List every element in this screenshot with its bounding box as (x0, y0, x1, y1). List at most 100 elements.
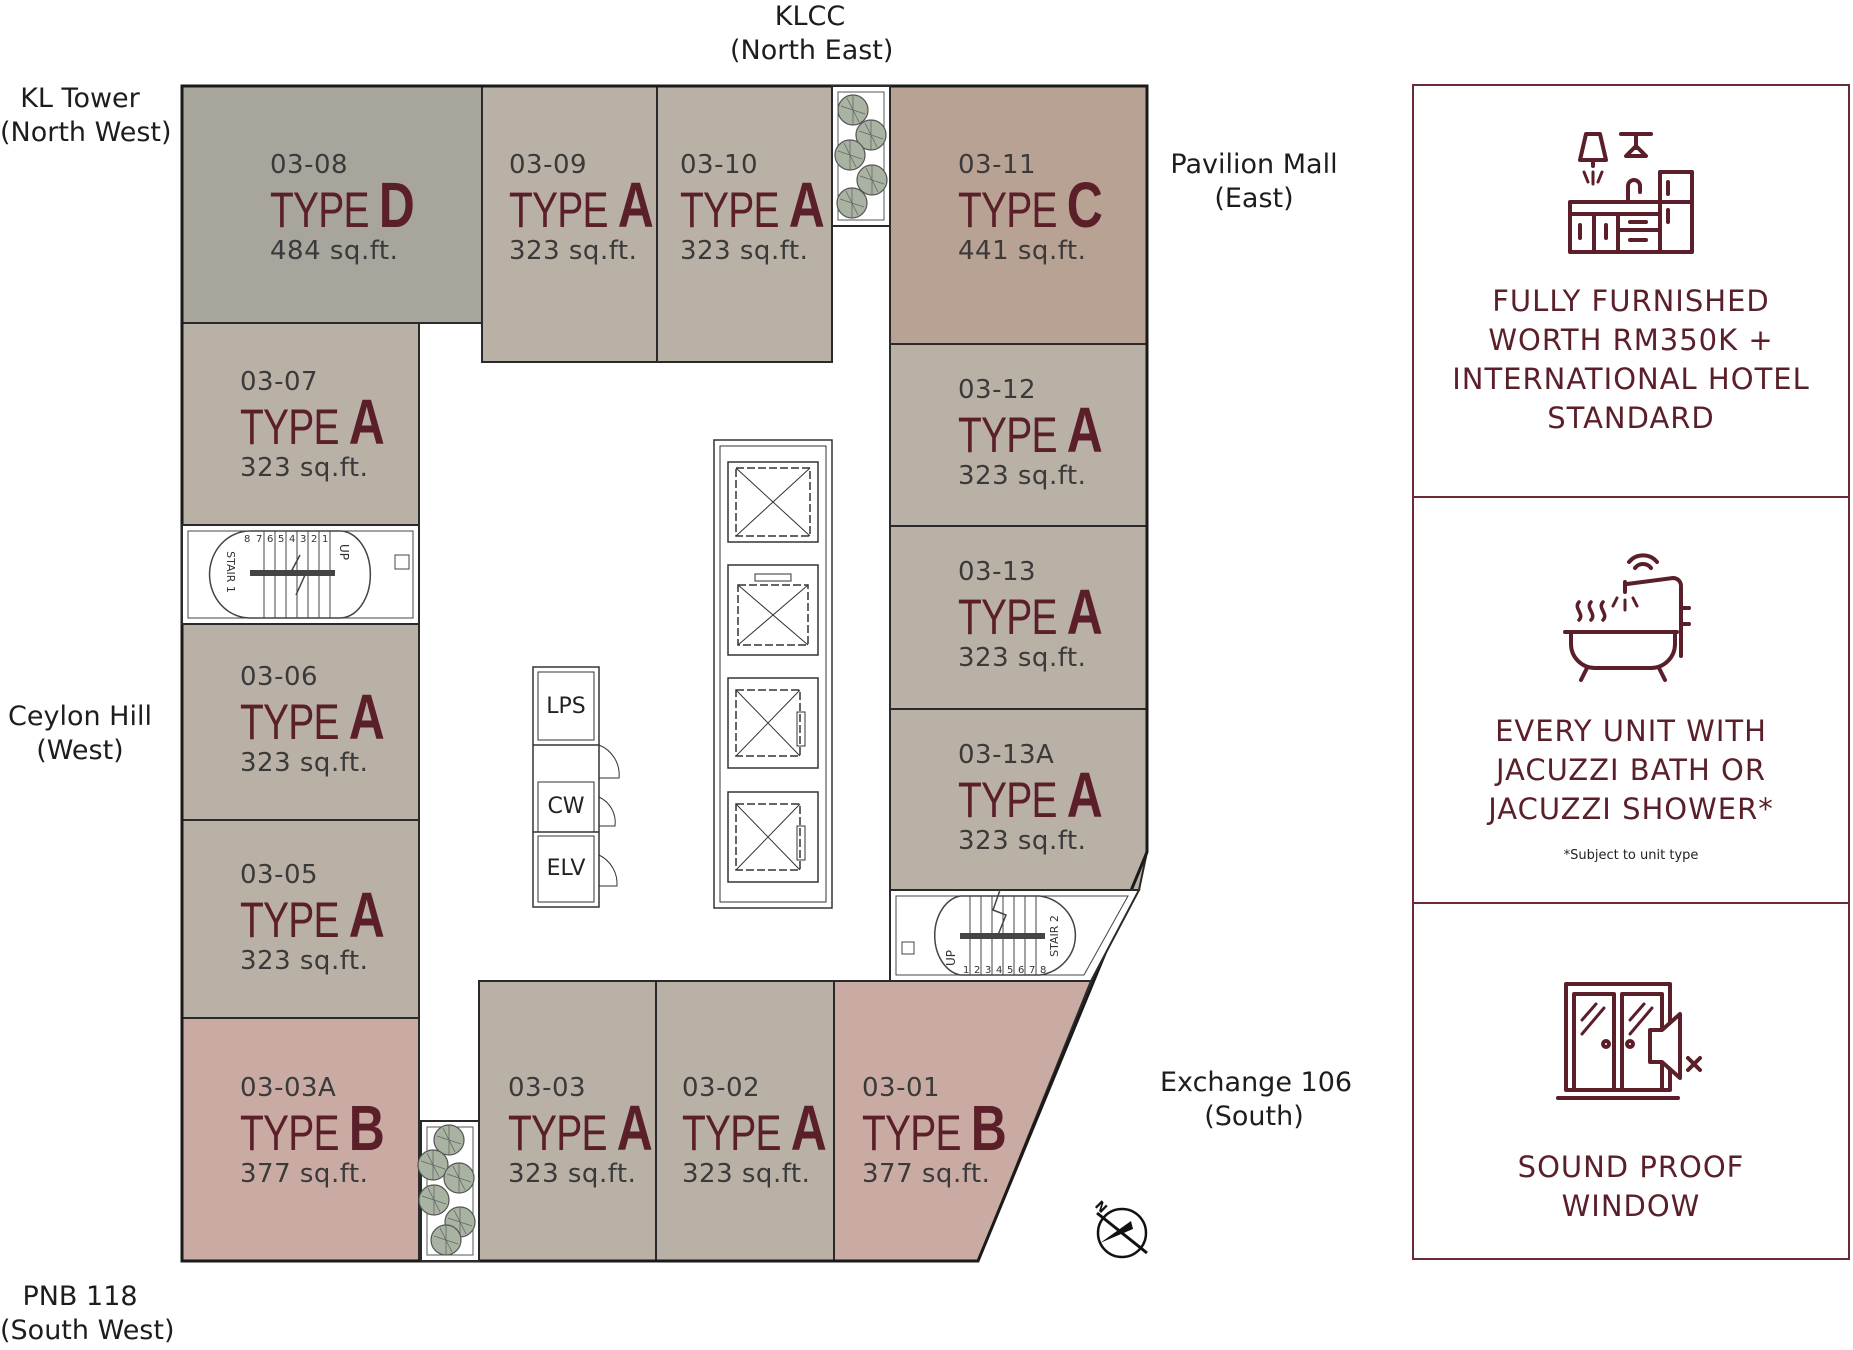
unit-block-03-03[interactable] (478, 980, 657, 1262)
unit-03-08[interactable]: 03-08 TYPE D 484 sq.ft. (270, 150, 455, 267)
unit-type: TYPE A (682, 1096, 827, 1160)
unit-type-letter: A (1066, 576, 1103, 648)
unit-type-word: TYPE (240, 694, 340, 750)
stair-2-step: 3 (985, 965, 991, 976)
unit-type-letter: A (1066, 759, 1103, 831)
unit-area: 323 sq.ft. (509, 236, 638, 266)
feature-line: STANDARD (1547, 401, 1715, 435)
jacuzzi-bath-icon (1563, 553, 1691, 682)
unit-type: TYPE B (240, 1096, 385, 1160)
unit-03-03A[interactable]: 03-03A TYPE B 377 sq.ft. (240, 1073, 425, 1190)
unit-type: TYPE A (958, 763, 1103, 827)
stair-2-step: 6 (1018, 965, 1024, 976)
unit-area: 323 sq.ft. (240, 748, 369, 778)
stair-1-step: 3 (300, 534, 306, 545)
stair-2-label: STAIR 2 (1048, 915, 1061, 957)
unit-block-03-02[interactable] (655, 980, 835, 1262)
direction-ceylon-dir: (West) (36, 735, 124, 766)
unit-id: 03-05 (240, 860, 319, 890)
unit-03-10[interactable]: 03-10 TYPE A 323 sq.ft. (680, 150, 865, 267)
unit-03-02[interactable]: 03-02 TYPE A 323 sq.ft. (682, 1073, 867, 1190)
unit-03-12[interactable]: 03-12 TYPE A 323 sq.ft. (958, 375, 1143, 492)
unit-block-03-07[interactable] (181, 322, 420, 526)
unit-block-03-08[interactable] (181, 85, 483, 324)
feature-jacuzzi-note: *Subject to unit type (1563, 848, 1699, 863)
unit-type-word: TYPE (862, 1105, 962, 1161)
unit-03-01[interactable]: 03-01 TYPE B 377 sq.ft. (862, 1073, 1047, 1190)
unit-03-13[interactable]: 03-13 TYPE A 323 sq.ft. (958, 557, 1143, 674)
unit-type-word: TYPE (958, 589, 1058, 645)
direction-pnb-dir: (South West) (0, 1315, 175, 1346)
unit-block-03-11[interactable] (889, 85, 1148, 345)
unit-type-word: TYPE (958, 407, 1058, 463)
unit-type: TYPE A (958, 398, 1103, 463)
unit-type: TYPE B (862, 1096, 1007, 1161)
stair-2-step-numbers: 1 2 3 4 5 6 7 8 (963, 965, 1046, 976)
unit-03-11[interactable]: 03-11 TYPE C 441 sq.ft. (958, 150, 1143, 267)
unit-block-03-13A[interactable] (889, 708, 1148, 891)
feature-line: SOUND PROOF (1517, 1150, 1745, 1184)
unit-area: 323 sq.ft. (958, 826, 1087, 856)
unit-area: 323 sq.ft. (958, 643, 1087, 673)
planter-north (831, 85, 891, 227)
unit-block-03-05[interactable] (181, 819, 420, 1019)
feature-furnished: FULLY FURNISHED WORTH RM350K + INTERNATI… (1414, 86, 1848, 496)
unit-03-06[interactable]: 03-06 TYPE A 323 sq.ft. (240, 662, 425, 779)
stair-1-label: STAIR 1 (224, 551, 237, 593)
stair-1-step-numbers: 8 7 6 5 4 3 2 1 (244, 534, 328, 545)
unit-03-05[interactable]: 03-05 TYPE A 323 sq.ft. (240, 860, 425, 977)
unit-block-03-09[interactable] (481, 85, 658, 363)
unit-area: 323 sq.ft. (682, 1159, 811, 1189)
unit-type-letter: A (617, 169, 654, 241)
unit-type-word: TYPE (240, 892, 340, 948)
unit-03-13A[interactable]: 03-13A TYPE A 323 sq.ft. (958, 740, 1143, 857)
unit-block-03-06[interactable] (181, 623, 420, 821)
stair-2-step: 1 (963, 965, 969, 976)
unit-area: 377 sq.ft. (240, 1159, 369, 1189)
stair-2-step: 8 (1040, 965, 1046, 976)
unit-blocks (181, 85, 1148, 1262)
direction-klcc-name: KLCC (774, 1, 846, 32)
unit-type-word: TYPE (680, 182, 780, 238)
kitchen-icon (1568, 132, 1694, 254)
lift-core (713, 439, 833, 909)
unit-area: 323 sq.ft. (240, 453, 369, 483)
service-lps-label: LPS (546, 694, 586, 719)
unit-id: 03-10 (680, 150, 759, 180)
unit-type-letter: A (348, 681, 385, 753)
lift-car-1 (727, 461, 819, 543)
service-risers (532, 666, 620, 908)
unit-type: TYPE D (270, 173, 415, 237)
stair-1-step: 6 (267, 534, 273, 545)
unit-type-letter: A (1066, 394, 1103, 466)
direction-klcc: KLCC (North East) (730, 0, 893, 68)
direction-exchange-name: Exchange 106 (1160, 1067, 1353, 1098)
unit-area: 484 sq.ft. (270, 236, 399, 266)
stair-1-step: 8 (244, 534, 250, 545)
unit-block-03-12[interactable] (889, 343, 1148, 527)
unit-area: 377 sq.ft. (862, 1159, 991, 1189)
stair-1 (181, 524, 420, 625)
unit-03-03[interactable]: 03-03 TYPE A 323 sq.ft. (508, 1073, 693, 1190)
unit-type: TYPE A (509, 173, 654, 237)
stair-2-step: 7 (1029, 965, 1035, 976)
stair-1-step: 2 (311, 534, 317, 545)
direction-kl-tower-dir: (North West) (0, 117, 172, 148)
feature-line: INTERNATIONAL HOTEL (1452, 362, 1810, 396)
unit-03-07[interactable]: 03-07 TYPE A 323 sq.ft. (240, 367, 425, 484)
unit-type: TYPE C (958, 173, 1103, 237)
unit-type: TYPE A (240, 390, 385, 454)
direction-exchange-dir: (South) (1204, 1101, 1304, 1132)
direction-ceylon-name: Ceylon Hill (8, 701, 152, 732)
unit-type-letter: A (348, 386, 385, 458)
floor-plan: STAIR 1 UP 8 7 6 5 4 3 2 1 STAIR 2 UP 1 … (180, 84, 1149, 1263)
unit-03-09[interactable]: 03-09 TYPE A 323 sq.ft. (509, 150, 694, 267)
feature-furnished-text: FULLY FURNISHED WORTH RM350K + INTERNATI… (1414, 282, 1848, 438)
unit-id: 03-11 (958, 150, 1037, 180)
unit-type-letter: D (378, 169, 415, 241)
direction-kl-tower-name: KL Tower (20, 83, 140, 114)
unit-id: 03-02 (682, 1073, 761, 1103)
direction-pnb: PNB 118 (South West) (0, 1280, 175, 1348)
planter-south (417, 1120, 480, 1262)
unit-type: TYPE A (680, 173, 825, 238)
